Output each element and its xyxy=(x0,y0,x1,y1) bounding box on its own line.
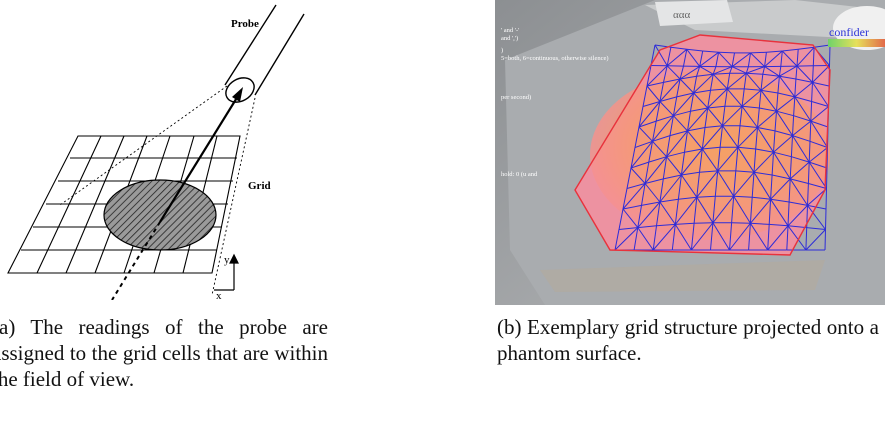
mesh-lines xyxy=(614,44,831,251)
svg-text:ααα: ααα xyxy=(673,9,691,21)
coordinate-axes xyxy=(214,253,239,291)
caption-a: (a) The readings of the probe are assign… xyxy=(0,315,328,391)
probe-label: Probe xyxy=(231,18,259,30)
svg-text:and ','): and ',') xyxy=(501,35,518,42)
label-card: ααα xyxy=(655,0,733,26)
caption-b: (b) Exemplary grid structure projected o… xyxy=(497,315,879,365)
axis-x-label: x xyxy=(216,290,222,300)
svg-text:5=both, 6=continuous, otherwis: 5=both, 6=continuous, otherwise silence) xyxy=(501,55,609,62)
figure-a-diagram: Probe Grid y x xyxy=(0,0,330,302)
svg-text:per second): per second) xyxy=(501,94,531,101)
svg-text:' and '-': ' and '-' xyxy=(501,27,519,34)
field-of-view-cone xyxy=(59,85,256,296)
field-of-view-ellipse xyxy=(103,179,217,251)
figure-b-image: ααα ' and '-' and ',') ) 5=both, 6=conti… xyxy=(495,0,885,305)
probe-grid-diagram: Probe Grid y x xyxy=(7,4,305,302)
grid-label: Grid xyxy=(248,180,271,192)
svg-text:confider: confider xyxy=(829,25,869,39)
svg-text:): ) xyxy=(501,47,503,54)
probe-axis-arrow xyxy=(111,87,243,301)
axis-y-label: y xyxy=(224,254,230,266)
overlay-text: ' and '-' and ',') ) 5=both, 6=continuou… xyxy=(501,27,609,178)
phantom-grid-render: ααα ' and '-' and ',') ) 5=both, 6=conti… xyxy=(495,0,885,305)
svg-text:hold: 0 (u and: hold: 0 (u and xyxy=(501,171,538,178)
confidence-badge: confider xyxy=(828,6,885,50)
